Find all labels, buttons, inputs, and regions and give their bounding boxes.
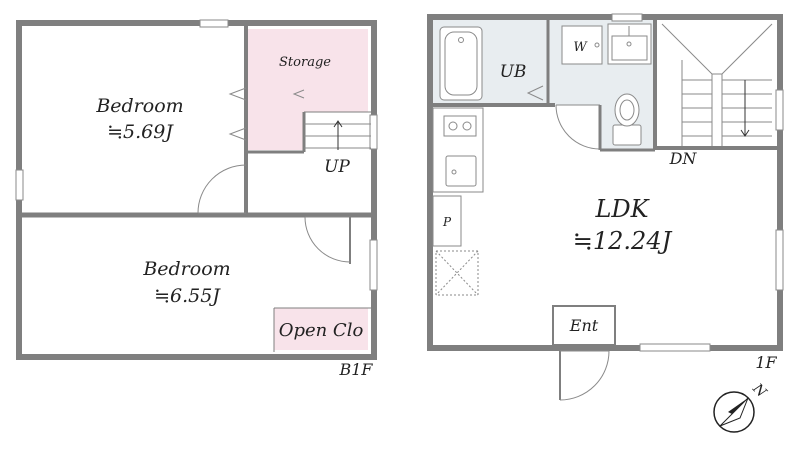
storage-area (248, 29, 368, 150)
window (611, 13, 643, 22)
window (775, 229, 784, 291)
bedroom-upper-name: Bedroom (95, 95, 183, 117)
window (369, 239, 378, 291)
entrance (552, 305, 616, 346)
door (304, 216, 351, 264)
first-floor-label: 1F (755, 353, 777, 372)
refrigerator (435, 250, 479, 296)
window (199, 19, 229, 28)
washing-machine (561, 25, 603, 65)
first-floor-stairs (661, 23, 773, 146)
first-floor-outer-wall (427, 14, 783, 351)
window (639, 343, 711, 352)
entrance-label: Ent (569, 316, 599, 335)
kitchen-counter (432, 107, 484, 193)
compass: N (713, 380, 770, 433)
bedroom-upper-size: ≒5.69J (107, 121, 174, 143)
stairs-down-label: DN (669, 149, 698, 168)
bedroom-lower-name: Bedroom (142, 258, 230, 280)
door (197, 164, 247, 214)
pantry (432, 195, 462, 247)
window (15, 169, 24, 201)
wash-basin (607, 23, 652, 65)
basement-stairs (304, 120, 371, 150)
window (369, 114, 378, 150)
stairs-up-label: UP (324, 157, 350, 177)
entrance-door (559, 350, 610, 401)
closet-door (228, 127, 247, 141)
pantry-label: P (442, 215, 452, 229)
closet-door (228, 87, 247, 101)
basement-floor-label: B1F (338, 360, 373, 379)
bathtub (439, 26, 483, 101)
window (775, 89, 784, 131)
open-closet-area (274, 308, 368, 350)
compass-north-label: N (749, 380, 770, 401)
ldk-size: ≒12.24J (573, 227, 673, 255)
bedroom-lower-size: ≒6.55J (154, 285, 221, 307)
unit-bath-label: UB (500, 62, 527, 82)
open-closet-label: Open Clo (279, 320, 364, 341)
door (555, 104, 601, 150)
washer-label: W (573, 40, 588, 55)
first-floor: W (427, 13, 784, 401)
ldk-name: LDK (594, 195, 650, 223)
toilet (612, 93, 642, 146)
storage-label: Storage (279, 55, 331, 70)
basement-floor: Bedroom ≒5.69J Storage UP Bedroom ≒6.55J… (15, 19, 378, 379)
